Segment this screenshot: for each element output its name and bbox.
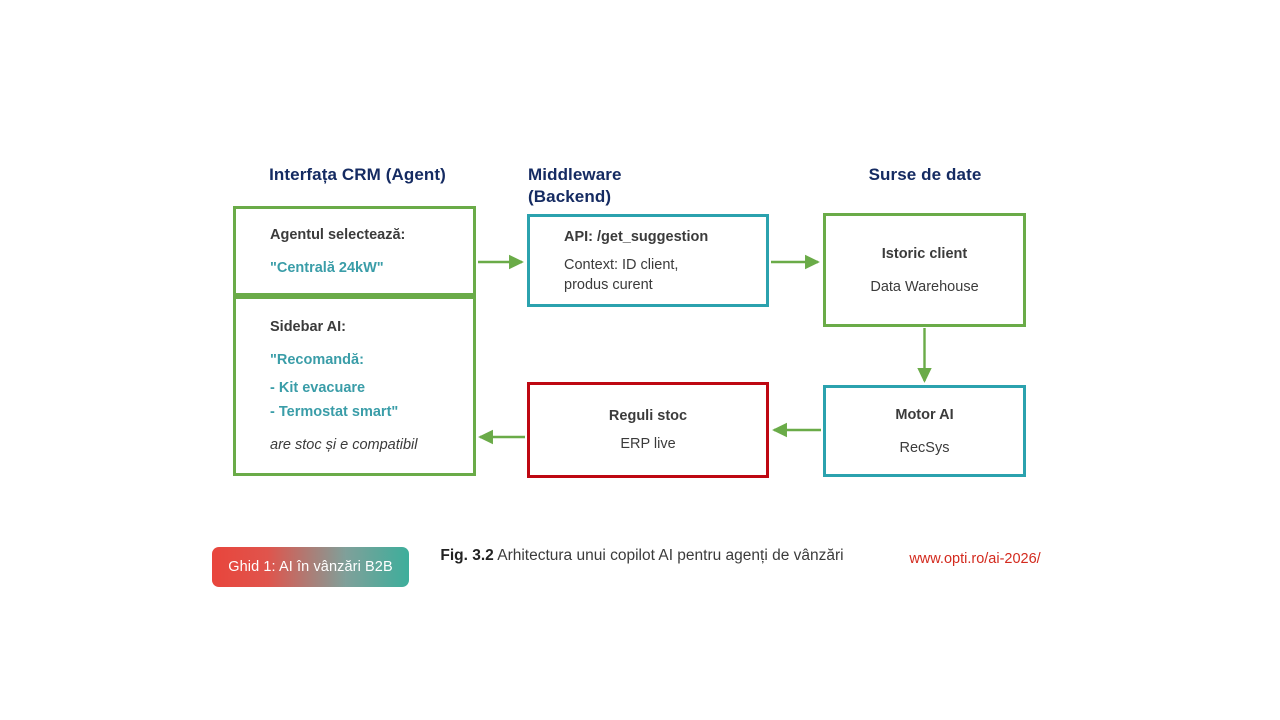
column-heading-sources: Surse de date (820, 164, 1030, 186)
figure-caption: Fig. 3.2 Arhitectura unui copilot AI pen… (440, 545, 844, 567)
motor-ai-title: Motor AI (895, 406, 954, 423)
agent-selection-value: "Centrală 24kW" (270, 259, 384, 276)
guide-badge-label: Ghid 1: AI în vânzări B2B (228, 559, 393, 575)
istoric-client-title: Istoric client (881, 245, 968, 262)
column-heading-middleware: Middleware (Backend) (528, 164, 768, 208)
box-sidebar-ai[interactable]: Sidebar AI: "Recomandă: - Kit evacuare -… (233, 296, 476, 476)
source-url[interactable]: www.opti.ro/ai-2026/ (880, 551, 1070, 567)
column-heading-sources-text: Surse de date (868, 165, 982, 184)
api-title: API: /get_suggestion (564, 228, 709, 245)
agent-selection-title: Agentul selectează: (270, 226, 406, 243)
column-heading-middleware-line2: (Backend) (528, 187, 612, 206)
box-istoric-client[interactable]: Istoric client Data Warehouse (823, 213, 1026, 327)
column-heading-crm: Interfața CRM (Agent) (240, 164, 475, 186)
reguli-stoc-subtitle: ERP live (620, 436, 676, 452)
sidebar-ai-rec-item-1: - Kit evacuare (270, 380, 366, 396)
sidebar-ai-title: Sidebar AI: (270, 319, 347, 335)
box-reguli-stoc[interactable]: Reguli stoc ERP live (527, 382, 769, 478)
box-api-get-suggestion[interactable]: API: /get_suggestion Context: ID client,… (527, 214, 769, 307)
sidebar-ai-note: are stoc și e compatibil (270, 437, 418, 453)
figure-caption-text: Arhitectura unui copilot AI pentru agenț… (493, 547, 844, 564)
motor-ai-subtitle: RecSys (899, 439, 950, 456)
api-context-line-2: produs curent (564, 276, 653, 293)
api-context-line-1: Context: ID client, (564, 256, 679, 273)
figure-caption-number: Fig. 3.2 (440, 547, 494, 564)
guide-badge[interactable]: Ghid 1: AI în vânzări B2B (212, 547, 409, 587)
box-motor-ai[interactable]: Motor AI RecSys (823, 385, 1026, 477)
sidebar-ai-rec-item-2: - Termostat smart" (270, 404, 399, 420)
column-heading-crm-text: Interfața CRM (Agent) (269, 165, 446, 184)
box-agent-selection[interactable]: Agentul selectează: "Centrală 24kW" (233, 206, 476, 296)
source-url-text: www.opti.ro/ai-2026/ (909, 551, 1041, 567)
sidebar-ai-rec-header: "Recomandă: (270, 352, 364, 368)
istoric-client-subtitle: Data Warehouse (870, 278, 979, 295)
column-heading-middleware-line1: Middleware (528, 165, 622, 184)
reguli-stoc-title: Reguli stoc (608, 408, 688, 424)
